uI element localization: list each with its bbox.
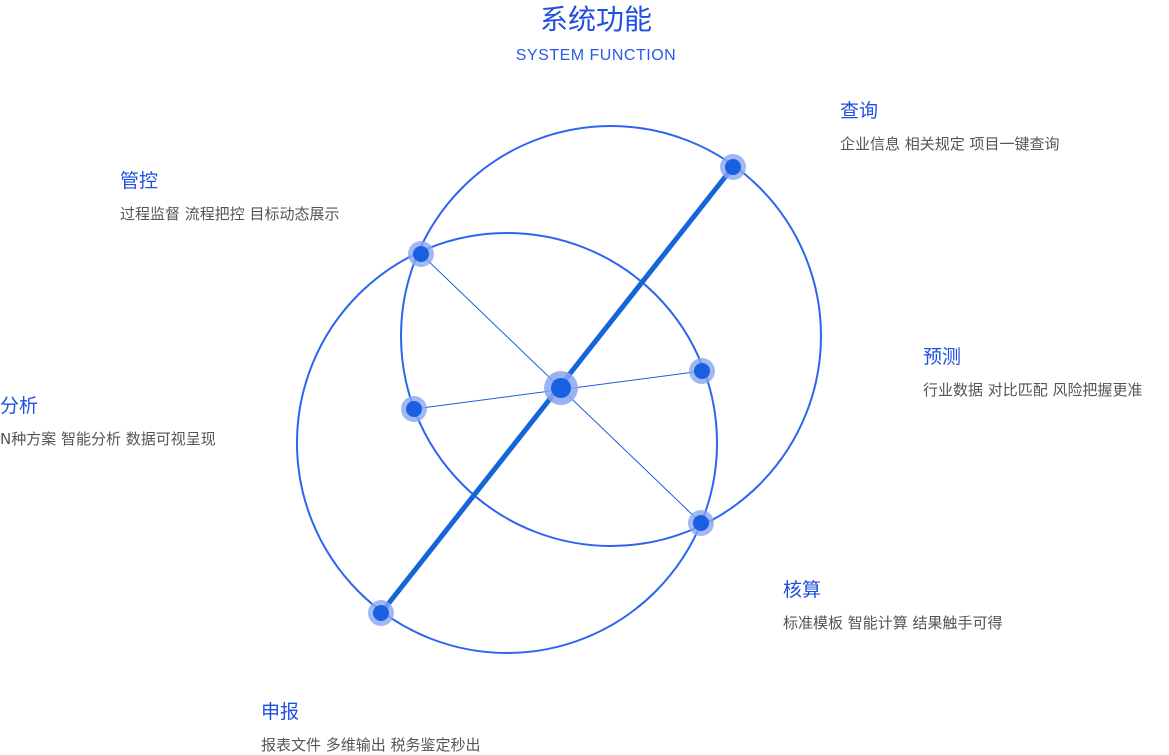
feature-title: 管控 <box>120 170 159 192</box>
node-accounting <box>688 510 714 536</box>
page-title: 系统功能 <box>539 3 652 36</box>
feature-desc: 标准模板 智能计算 结果触手可得 <box>783 614 1003 632</box>
upper-circle <box>400 125 822 547</box>
feature-control: 管控 过程监督 流程把控 目标动态展示 <box>120 166 340 224</box>
feature-title: 查询 <box>840 100 879 122</box>
feature-desc: 过程监督 流程把控 目标动态展示 <box>120 205 340 223</box>
page-subtitle: SYSTEM FUNCTION <box>515 47 677 64</box>
feature-title: 申报 <box>261 701 300 723</box>
feature-title: 分析 <box>0 395 39 417</box>
node-forecast <box>689 358 715 384</box>
node-analysis <box>401 396 427 422</box>
feature-forecast: 预测 行业数据 对比匹配 风险把握更准 <box>923 342 1143 400</box>
lower-circle <box>296 232 718 654</box>
feature-title: 预测 <box>923 346 962 368</box>
node-query <box>720 154 746 180</box>
feature-declare: 申报 报表文件 多维输出 税务鉴定秒出 <box>261 697 481 755</box>
feature-accounting: 核算 标准模板 智能计算 结果触手可得 <box>783 575 1003 633</box>
node-declare <box>368 600 394 626</box>
feature-analysis: 分析 N种方案 智能分析 数据可视呈现 <box>0 391 216 449</box>
center-node <box>544 371 578 405</box>
feature-query: 查询 企业信息 相关规定 项目一键查询 <box>840 96 1060 154</box>
feature-desc: 企业信息 相关规定 项目一键查询 <box>840 135 1060 153</box>
feature-desc: N种方案 智能分析 数据可视呈现 <box>0 430 216 448</box>
feature-desc: 报表文件 多维输出 税务鉴定秒出 <box>261 736 481 754</box>
feature-title: 核算 <box>783 579 822 601</box>
feature-desc: 行业数据 对比匹配 风险把握更准 <box>923 381 1143 399</box>
node-control <box>408 241 434 267</box>
